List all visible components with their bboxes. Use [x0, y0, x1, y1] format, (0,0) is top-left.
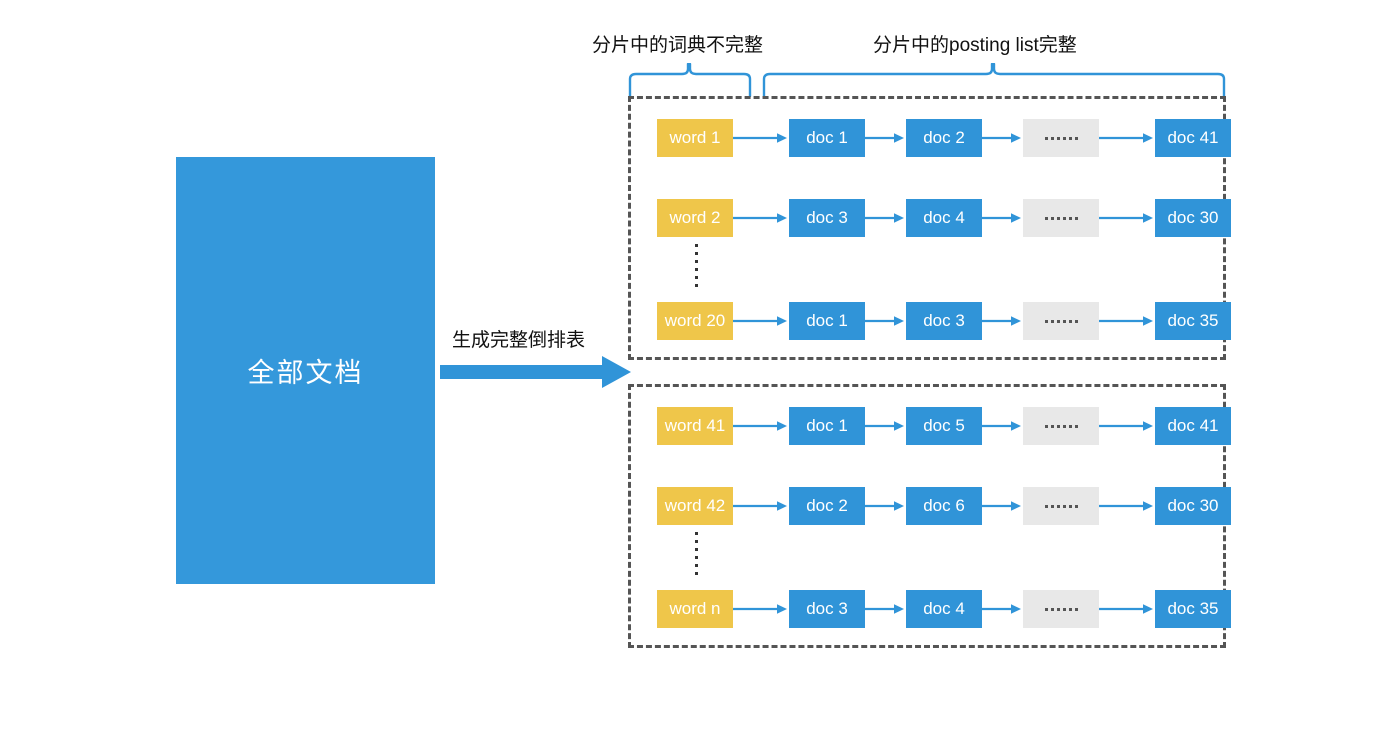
- ellipsis-dots-icon: [1044, 216, 1078, 220]
- doc-box[interactable]: doc 3: [906, 302, 982, 340]
- doc-box[interactable]: doc 4: [906, 590, 982, 628]
- posting-list-brace-icon: [762, 63, 1226, 97]
- arrow-connector-icon: [733, 213, 787, 223]
- posting-row: word 1 doc 1 doc 2 doc 41: [657, 119, 1231, 157]
- arrow-connector-icon: [1099, 133, 1153, 143]
- doc-box[interactable]: doc 41: [1155, 407, 1231, 445]
- posting-row: word 41 doc 1 doc 5 doc 41: [657, 407, 1231, 445]
- vertical-ellipsis-icon: [691, 532, 701, 575]
- arrow-connector-icon: [865, 316, 904, 326]
- term-box[interactable]: word 20: [657, 302, 733, 340]
- term-box[interactable]: word n: [657, 590, 733, 628]
- doc-box[interactable]: doc 35: [1155, 302, 1231, 340]
- term-box[interactable]: word 42: [657, 487, 733, 525]
- arrow-connector-icon: [1099, 421, 1153, 431]
- arrow-connector-icon: [982, 501, 1021, 511]
- arrow-connector-icon: [733, 421, 787, 431]
- all-documents-block: 全部文档: [176, 157, 435, 584]
- term-box[interactable]: word 1: [657, 119, 733, 157]
- doc-box[interactable]: doc 3: [789, 199, 865, 237]
- ellipsis-dots-icon: [1044, 424, 1078, 428]
- dictionary-brace-icon: [628, 63, 752, 97]
- arrow-connector-icon: [865, 133, 904, 143]
- arrow-connector-icon: [982, 316, 1021, 326]
- doc-box[interactable]: doc 1: [789, 119, 865, 157]
- arrow-connector-icon: [1099, 604, 1153, 614]
- doc-box[interactable]: doc 6: [906, 487, 982, 525]
- doc-box[interactable]: doc 41: [1155, 119, 1231, 157]
- posting-row: word 20 doc 1 doc 3 doc 35: [657, 302, 1231, 340]
- posting-row: word 2 doc 3 doc 4 doc 30: [657, 199, 1231, 237]
- arrow-connector-icon: [865, 501, 904, 511]
- arrow-connector-icon: [1099, 213, 1153, 223]
- all-documents-label: 全部文档: [247, 358, 364, 388]
- doc-ellipsis-box: [1023, 407, 1099, 445]
- posting-row: word n doc 3 doc 4 doc 35: [657, 590, 1231, 628]
- arrow-connector-icon: [865, 213, 904, 223]
- doc-box[interactable]: doc 5: [906, 407, 982, 445]
- doc-ellipsis-box: [1023, 302, 1099, 340]
- posting-list-annotation-label: 分片中的posting list完整: [873, 35, 1077, 56]
- shard-container-1: word 1 doc 1 doc 2 doc 41 word 2 doc 3 d…: [628, 96, 1231, 360]
- doc-ellipsis-box: [1023, 119, 1099, 157]
- arrow-connector-icon: [865, 421, 904, 431]
- term-box[interactable]: word 41: [657, 407, 733, 445]
- transform-arrow-label: 生成完整倒排表: [452, 330, 586, 351]
- doc-box[interactable]: doc 1: [789, 302, 865, 340]
- dictionary-annotation-label: 分片中的词典不完整: [592, 35, 764, 56]
- ellipsis-dots-icon: [1044, 607, 1078, 611]
- doc-box[interactable]: doc 2: [906, 119, 982, 157]
- doc-box[interactable]: doc 30: [1155, 487, 1231, 525]
- transform-arrow-icon: [440, 356, 631, 388]
- arrow-connector-icon: [865, 604, 904, 614]
- vertical-ellipsis-icon: [691, 244, 701, 287]
- arrow-connector-icon: [733, 316, 787, 326]
- doc-box[interactable]: doc 35: [1155, 590, 1231, 628]
- arrow-connector-icon: [733, 133, 787, 143]
- ellipsis-dots-icon: [1044, 504, 1078, 508]
- arrow-connector-icon: [982, 213, 1021, 223]
- doc-box[interactable]: doc 2: [789, 487, 865, 525]
- arrow-connector-icon: [982, 421, 1021, 431]
- term-box[interactable]: word 2: [657, 199, 733, 237]
- ellipsis-dots-icon: [1044, 136, 1078, 140]
- arrow-connector-icon: [733, 604, 787, 614]
- doc-box[interactable]: doc 4: [906, 199, 982, 237]
- arrow-connector-icon: [1099, 501, 1153, 511]
- doc-box[interactable]: doc 30: [1155, 199, 1231, 237]
- ellipsis-dots-icon: [1044, 319, 1078, 323]
- arrow-connector-icon: [733, 501, 787, 511]
- arrow-connector-icon: [982, 604, 1021, 614]
- doc-box[interactable]: doc 1: [789, 407, 865, 445]
- arrow-connector-icon: [982, 133, 1021, 143]
- posting-row: word 42 doc 2 doc 6 doc 30: [657, 487, 1231, 525]
- doc-ellipsis-box: [1023, 199, 1099, 237]
- doc-ellipsis-box: [1023, 590, 1099, 628]
- doc-box[interactable]: doc 3: [789, 590, 865, 628]
- doc-ellipsis-box: [1023, 487, 1099, 525]
- shard-container-2: word 41 doc 1 doc 5 doc 41 word 42 doc 2…: [628, 384, 1231, 648]
- arrow-connector-icon: [1099, 316, 1153, 326]
